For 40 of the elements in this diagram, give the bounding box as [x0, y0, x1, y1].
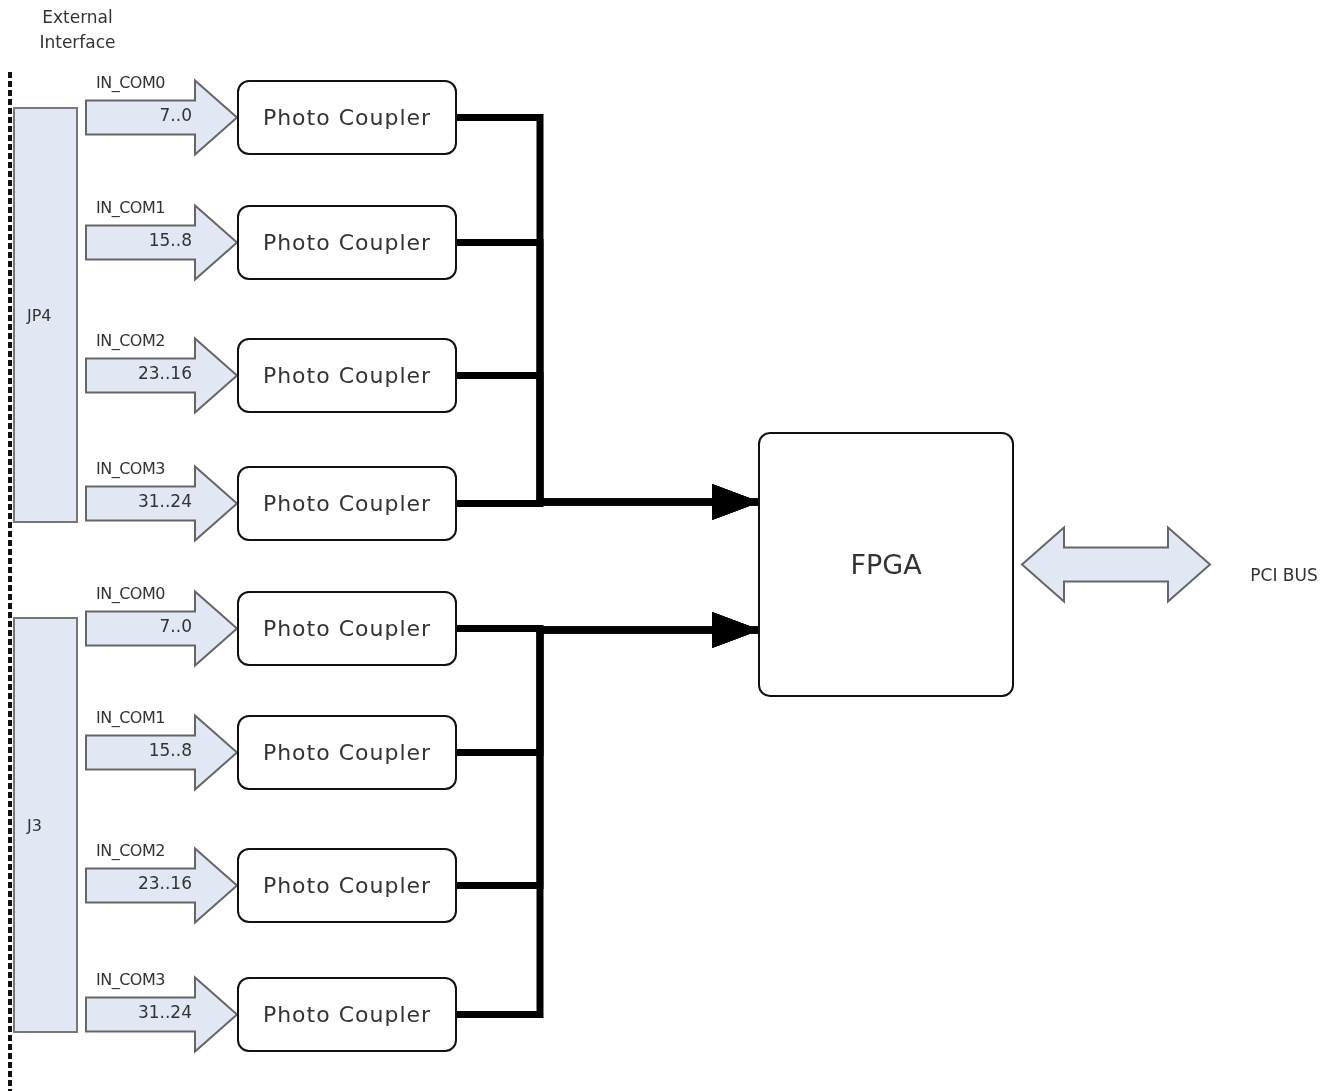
edge-label: IN_COM1	[96, 707, 165, 727]
photo-coupler-box: Photo Coupler	[237, 591, 457, 666]
bit-range-label: 15..8	[147, 230, 192, 250]
block-arrow	[1020, 525, 1212, 604]
bit-range-label: 23..16	[136, 363, 192, 383]
bus-arrow	[455, 612, 760, 1018]
block-arrow	[85, 975, 239, 1054]
photo-coupler-box: Photo Coupler	[237, 80, 457, 155]
connector-block: JP4	[13, 107, 78, 523]
edge-label: IN_COM0	[96, 583, 165, 603]
photo-coupler-box: Photo Coupler	[237, 977, 457, 1052]
block-arrow	[85, 713, 239, 792]
edge-label: IN_COM2	[96, 840, 165, 860]
photo-coupler-box: Photo Coupler	[237, 466, 457, 541]
bus-arrow	[455, 484, 760, 520]
bus-label: PCI BUS	[1238, 562, 1330, 588]
block-arrow	[85, 846, 239, 925]
photo-coupler-box: Photo Coupler	[237, 338, 457, 413]
bit-range-label: 7..0	[158, 616, 192, 636]
connector-block: J3	[13, 617, 78, 1033]
block-arrow	[85, 464, 239, 543]
photo-coupler-box: Photo Coupler	[237, 715, 457, 790]
bit-range-label: 31..24	[136, 1002, 192, 1022]
edge-label: IN_COM3	[96, 969, 165, 989]
block-arrow	[85, 589, 239, 668]
photo-coupler-box: Photo Coupler	[237, 205, 457, 280]
photo-coupler-box: Photo Coupler	[237, 848, 457, 923]
edge-label: IN_COM0	[96, 72, 165, 92]
block-arrow	[85, 336, 239, 415]
bit-range-label: 23..16	[136, 873, 192, 893]
edge-label: IN_COM2	[96, 330, 165, 350]
bit-range-label: 7..0	[158, 105, 192, 125]
fpga-box: FPGA	[758, 432, 1014, 697]
interface-heading: External Interface	[38, 6, 117, 54]
edge-label: IN_COM1	[96, 197, 165, 217]
bit-range-label: 31..24	[136, 491, 192, 511]
edge-label: IN_COM3	[96, 458, 165, 478]
bit-range-label: 15..8	[147, 740, 192, 760]
block-arrow	[85, 78, 239, 157]
block-arrow	[85, 203, 239, 282]
